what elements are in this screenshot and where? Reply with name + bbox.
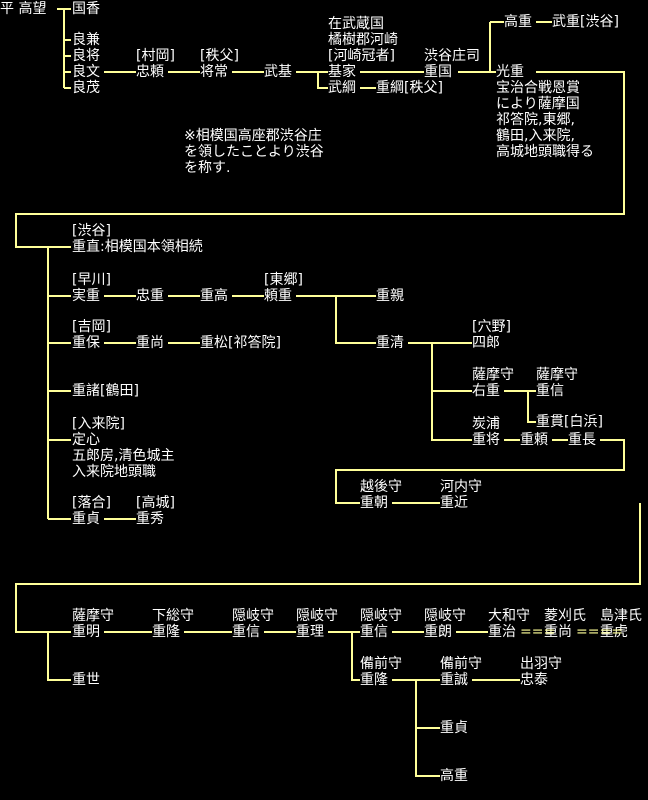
node-shigenuki: 重貫[白浜] <box>536 414 603 430</box>
node-shigeyo: 重世 <box>72 672 100 688</box>
node-shigetaka: 重高 <box>200 288 228 304</box>
node-shigechika-kawachi: 河内守 重近 <box>440 479 482 511</box>
node-kunika: 国香 <box>72 1 100 17</box>
node-shigeharu: 大和守 重治 <box>488 608 530 640</box>
adoption-link-a: === <box>520 624 556 640</box>
node-tadayasu: 出羽守 忠泰 <box>520 656 562 688</box>
node-shigetaka-bizen: 備前守 重隆 <box>360 656 402 688</box>
node-shigetomo: 越後守 重朝 <box>360 479 402 511</box>
node-shigetsuna: 重綱[秩父] <box>376 80 443 96</box>
node-taira-takamochi: 平 高望 <box>0 1 47 17</box>
node-shigenaga: 重長 <box>568 432 596 448</box>
node-shigechika: 重親 <box>376 288 404 304</box>
node-takashige-bottom: 高重 <box>440 768 468 784</box>
node-shigenao: [渋谷] 重直:相模国本領相続 <box>72 223 203 255</box>
node-shigekiyo: 重清 <box>376 335 404 351</box>
adoption-link-b: ==== <box>576 624 623 640</box>
node-tadashige: 忠重 <box>136 288 164 304</box>
node-shigesada-ochiai: [落合] 重貞 <box>72 495 111 527</box>
node-mitsushige: 光重 宝治合戦恩賞 により薩摩国 祁答院,東郷, 鶴田,入来院, 高城地頭職得る <box>496 64 594 160</box>
node-saneshige: [早川] 実重 <box>72 272 111 304</box>
node-yoshikane-group: 良兼 良将 良文 良茂 <box>72 32 100 96</box>
node-motoie-group: 在武蔵国 橘樹郡河崎 [河崎冠者] 基家 武綱 <box>328 16 398 96</box>
node-ushige: 薩摩守 右重 <box>472 367 514 399</box>
node-shigenobu-oki: 隠岐守 重信 <box>232 608 274 640</box>
node-shigenobu-a: 薩摩守 重信 <box>536 367 578 399</box>
node-shigematsu: 重松[祁答院] <box>200 335 281 351</box>
node-shigeyasu: [吉岡] 重保 <box>72 319 111 351</box>
node-shigekuni: 渋谷庄司 重国 <box>424 48 480 80</box>
node-shigehide: [高城] 重秀 <box>136 495 175 527</box>
node-shigemasa-oki: 隠岐守 重理 <box>296 608 338 640</box>
node-tadayori: [村岡] 忠頼 <box>136 48 175 80</box>
node-shiro: [穴野] 四郎 <box>472 319 511 351</box>
node-joshin: [入来院] 定心 五郎房,清色城主 入来院地頭職 <box>72 416 175 480</box>
node-takemoto: 武基 <box>264 64 292 80</box>
node-shigehisa: 重尚 <box>136 335 164 351</box>
node-shigesada: 重貞 <box>440 720 468 736</box>
node-shigeaki: 薩摩守 重明 <box>72 608 114 640</box>
node-shigenobu-bizen: 備前守 重誠 <box>440 656 482 688</box>
node-takeshige: 武重[渋谷] <box>552 14 619 30</box>
node-yorishige: [東郷] 頼重 <box>264 272 303 304</box>
node-shigenobu-oki-2: 隠岐守 重信 <box>360 608 402 640</box>
node-masatsune: [秩父] 将常 <box>200 48 239 80</box>
node-shigetora: 島津氏 重虎 <box>600 608 642 640</box>
node-shigeyori: 重頼 <box>520 432 548 448</box>
node-shigemasa: 炭浦 重将 <box>472 416 500 448</box>
node-takashige-top: 高重 <box>504 14 532 30</box>
node-shigeaki-oki: 隠岐守 重朗 <box>424 608 466 640</box>
node-shigetaka-shimosa: 下総守 重隆 <box>152 608 194 640</box>
node-shigemoro: 重諸[鶴田] <box>72 383 139 399</box>
note-shibuya-origin: ※相模国高座郡渋谷庄 を領したことより渋谷 を称す. <box>184 128 324 176</box>
node-shigehisa-hishikari: 菱刈氏 重尚 <box>544 608 586 640</box>
